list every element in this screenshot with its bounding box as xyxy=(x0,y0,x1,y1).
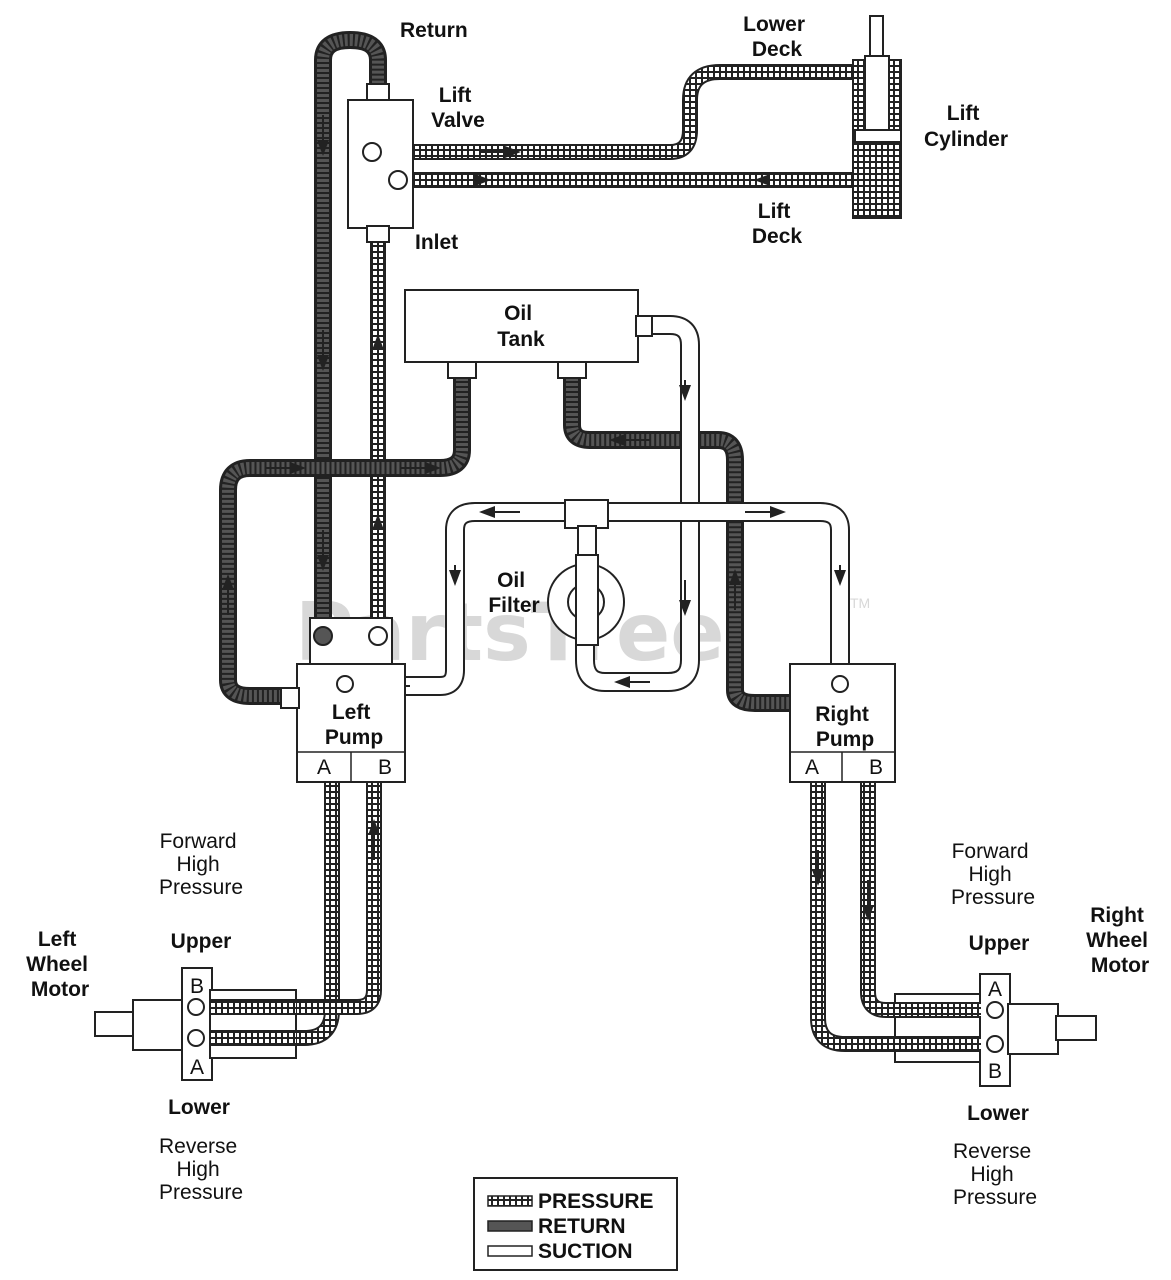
left-wheel-motor xyxy=(94,967,297,1081)
right-pump-return-line xyxy=(563,378,790,712)
lift-valve-label: Lift Valve xyxy=(431,84,485,132)
left-motor-pressure-lines xyxy=(195,782,382,1046)
right-pump-port-b: B xyxy=(869,756,883,779)
right-motor-port-a: A xyxy=(988,978,1002,1001)
right-upper-label: Upper xyxy=(969,932,1030,955)
right-pump-label: Right Pump xyxy=(815,703,875,751)
legend: PRESSURE RETURN SUCTION xyxy=(473,1177,678,1271)
oil-tank-label: Oil Tank xyxy=(497,302,545,351)
lift-valve xyxy=(347,83,414,243)
pressure-lines xyxy=(195,64,995,1052)
lift-valve-return-line xyxy=(314,30,387,632)
left-pump-port-b: B xyxy=(378,756,392,779)
left-reverse-pressure-label: Reverse High Pressure xyxy=(159,1135,243,1204)
right-wheel-motor-label: Right Wheel Motor xyxy=(1086,904,1154,977)
left-forward-pressure-label: Forward High Pressure xyxy=(159,830,243,899)
lower-deck-pressure-line xyxy=(372,64,855,160)
right-lower-label: Lower xyxy=(967,1102,1029,1125)
right-reverse-pressure-label: Reverse High Pressure xyxy=(953,1140,1037,1209)
left-lower-label: Lower xyxy=(168,1096,230,1119)
legend-suction-swatch xyxy=(487,1245,533,1257)
return-label: Return xyxy=(400,19,468,42)
lift-deck-label: Lift Deck xyxy=(752,200,803,248)
right-pump xyxy=(789,663,896,783)
lift-cylinder xyxy=(852,15,902,219)
left-upper-label: Upper xyxy=(171,930,232,953)
oil-filter xyxy=(547,499,625,646)
left-pump-return-line xyxy=(219,378,471,705)
right-forward-pressure-label: Forward High Pressure xyxy=(951,840,1035,909)
right-motor-port-b: B xyxy=(988,1060,1002,1083)
filter-to-pumps-suction-line xyxy=(343,502,850,696)
left-pump-port-a: A xyxy=(317,756,331,779)
motor-pipe-overlays xyxy=(210,999,981,1052)
left-wheel-motor-label: Left Wheel Motor xyxy=(26,928,94,1001)
legend-pressure-label: PRESSURE xyxy=(538,1190,654,1213)
right-pump-port-a: A xyxy=(805,756,819,779)
right-motor-pressure-lines xyxy=(810,782,995,1052)
legend-return-label: RETURN xyxy=(538,1215,626,1238)
oil-tank xyxy=(404,289,653,379)
lower-deck-label: Lower Deck xyxy=(743,13,811,61)
tank-to-filter-suction-line xyxy=(575,315,700,692)
lift-cylinder-label: Lift Cylinder xyxy=(924,102,1008,151)
watermark-tm: TM xyxy=(850,595,870,611)
left-pump-label: Left Pump xyxy=(325,701,383,749)
legend-suction-label: SUCTION xyxy=(538,1240,633,1263)
suction-lines xyxy=(343,315,850,696)
left-pump xyxy=(280,617,406,783)
return-lines xyxy=(219,30,790,712)
oil-filter-label: Oil Filter xyxy=(488,569,539,617)
legend-pressure-swatch xyxy=(487,1195,533,1207)
legend-return-swatch xyxy=(487,1220,533,1232)
inlet-label: Inlet xyxy=(415,231,458,254)
left-motor-port-a: A xyxy=(190,1056,204,1079)
left-motor-port-b: B xyxy=(190,975,204,998)
